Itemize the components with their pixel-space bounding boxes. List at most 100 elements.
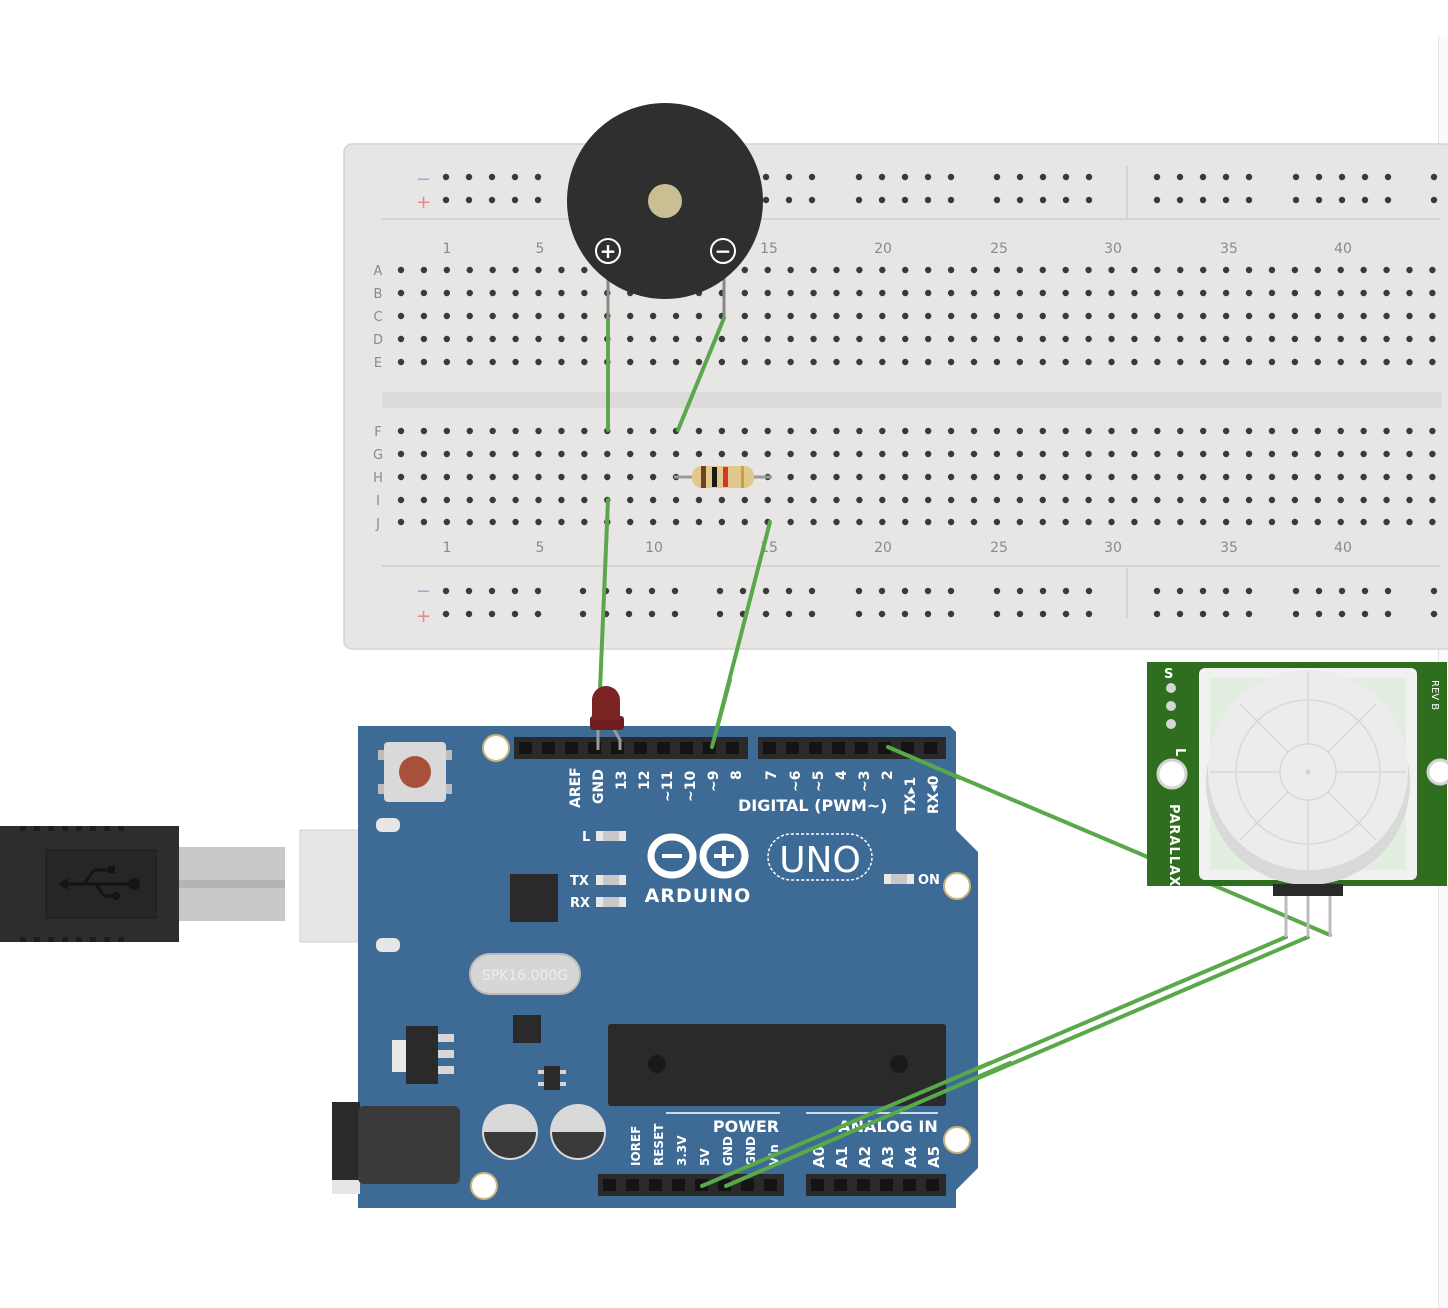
rail-hole[interactable] (1039, 196, 1047, 204)
breadboard-hole[interactable] (764, 335, 771, 343)
breadboard-hole[interactable] (649, 312, 657, 320)
breadboard-hole[interactable] (1291, 496, 1299, 504)
rail-hole[interactable] (808, 196, 816, 204)
breadboard-hole[interactable] (970, 289, 978, 297)
breadboard-hole[interactable] (718, 518, 726, 526)
breadboard-hole[interactable] (649, 450, 657, 458)
breadboard-hole[interactable] (489, 312, 496, 320)
header-pin-socket[interactable] (857, 1179, 870, 1191)
breadboard-hole[interactable] (1062, 358, 1069, 366)
breadboard-hole[interactable] (581, 335, 588, 343)
breadboard-hole[interactable] (489, 289, 496, 297)
breadboard-hole[interactable] (1200, 518, 1207, 526)
breadboard-hole[interactable] (581, 450, 588, 458)
breadboard-hole[interactable] (810, 427, 817, 435)
breadboard-hole[interactable] (1177, 427, 1184, 435)
breadboard-hole[interactable] (764, 427, 771, 435)
breadboard-hole[interactable] (1291, 289, 1299, 297)
rail-hole[interactable] (1039, 587, 1047, 595)
breadboard-hole[interactable] (535, 427, 542, 435)
breadboard-hole[interactable] (1131, 266, 1138, 274)
breadboard-hole[interactable] (1222, 450, 1230, 458)
breadboard-hole[interactable] (764, 266, 771, 274)
breadboard-hole[interactable] (466, 518, 473, 526)
rail-hole[interactable] (855, 587, 863, 595)
breadboard-hole[interactable] (1360, 450, 1367, 458)
rail-hole[interactable] (511, 196, 519, 204)
breadboard-hole[interactable] (856, 266, 863, 274)
breadboard-hole[interactable] (558, 496, 565, 504)
breadboard-hole[interactable] (1314, 518, 1322, 526)
breadboard-hole[interactable] (1016, 289, 1024, 297)
rail-hole[interactable] (785, 610, 793, 618)
breadboard-hole[interactable] (649, 473, 657, 481)
breadboard-hole[interactable] (1108, 473, 1115, 481)
header-pin-socket[interactable] (834, 1179, 847, 1191)
breadboard-hole[interactable] (879, 358, 886, 366)
breadboard-hole[interactable] (672, 450, 680, 458)
breadboard-hole[interactable] (970, 496, 978, 504)
breadboard-hole[interactable] (1039, 473, 1046, 481)
breadboard-hole[interactable] (1177, 450, 1184, 458)
breadboard-hole[interactable] (695, 496, 703, 504)
breadboard-hole[interactable] (833, 358, 840, 366)
breadboard-hole[interactable] (970, 473, 978, 481)
breadboard-hole[interactable] (879, 473, 886, 481)
breadboard-hole[interactable] (1131, 312, 1138, 320)
breadboard-hole[interactable] (1337, 450, 1344, 458)
rail-hole[interactable] (1245, 610, 1253, 618)
breadboard-hole[interactable] (1245, 450, 1253, 458)
breadboard-hole[interactable] (1337, 266, 1344, 274)
breadboard-hole[interactable] (787, 518, 794, 526)
breadboard-hole[interactable] (1222, 312, 1230, 320)
rail-hole[interactable] (1361, 587, 1369, 595)
breadboard-hole[interactable] (1085, 518, 1092, 526)
breadboard-hole[interactable] (1268, 266, 1276, 274)
rail-hole[interactable] (878, 196, 886, 204)
piezo-buzzer[interactable]: + − (567, 103, 763, 318)
breadboard-hole[interactable] (1131, 358, 1138, 366)
rail-hole[interactable] (1062, 587, 1070, 595)
rail-hole[interactable] (808, 610, 816, 618)
breadboard-hole[interactable] (902, 450, 909, 458)
breadboard-hole[interactable] (1406, 289, 1413, 297)
breadboard-hole[interactable] (672, 518, 680, 526)
breadboard-hole[interactable] (1383, 518, 1390, 526)
breadboard-hole[interactable] (879, 496, 886, 504)
breadboard-hole[interactable] (1200, 358, 1207, 366)
breadboard-hole[interactable] (810, 266, 817, 274)
breadboard-hole[interactable] (1360, 518, 1367, 526)
breadboard-hole[interactable] (1062, 266, 1069, 274)
breadboard-hole[interactable] (856, 335, 863, 343)
breadboard-hole[interactable] (993, 358, 1001, 366)
header-pin-socket[interactable] (603, 1179, 616, 1191)
breadboard-hole[interactable] (581, 427, 588, 435)
rail-hole[interactable] (924, 610, 932, 618)
breadboard-hole[interactable] (672, 335, 680, 343)
breadboard-hole[interactable] (810, 335, 817, 343)
rail-hole[interactable] (785, 587, 793, 595)
breadboard-hole[interactable] (856, 450, 863, 458)
breadboard-hole[interactable] (902, 289, 909, 297)
breadboard-hole[interactable] (947, 518, 955, 526)
breadboard-hole[interactable] (443, 450, 451, 458)
breadboard-hole[interactable] (420, 518, 428, 526)
rail-hole[interactable] (1292, 173, 1300, 181)
breadboard-hole[interactable] (764, 450, 771, 458)
rail-hole[interactable] (442, 196, 450, 204)
breadboard-hole[interactable] (672, 312, 680, 320)
breadboard-hole[interactable] (1154, 473, 1161, 481)
breadboard-hole[interactable] (902, 358, 909, 366)
rail-hole[interactable] (924, 173, 932, 181)
pir-sensor[interactable]: S L PARALLAX REV B (1147, 662, 1448, 937)
breadboard-hole[interactable] (581, 473, 588, 481)
breadboard-hole[interactable] (787, 496, 794, 504)
breadboard-hole[interactable] (718, 335, 726, 343)
breadboard-hole[interactable] (1337, 289, 1344, 297)
breadboard-hole[interactable] (993, 473, 1001, 481)
breadboard-hole[interactable] (856, 518, 863, 526)
breadboard-hole[interactable] (1108, 335, 1115, 343)
header-pin-socket[interactable] (786, 742, 799, 754)
rail-hole[interactable] (1361, 610, 1369, 618)
breadboard-hole[interactable] (1429, 518, 1436, 526)
